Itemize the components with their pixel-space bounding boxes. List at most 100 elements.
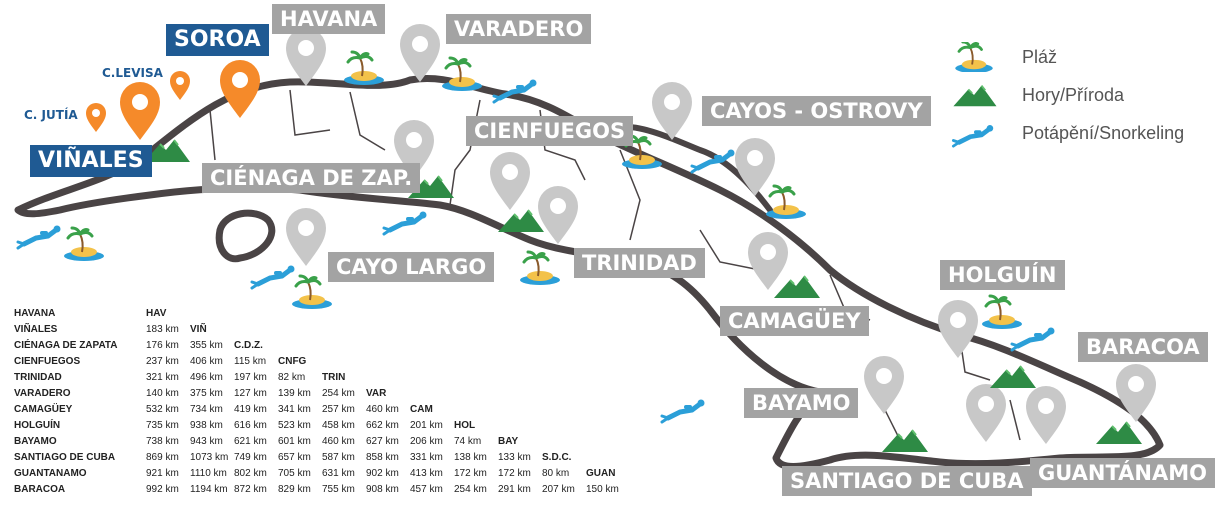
table-cell: 82 km — [278, 371, 306, 383]
pin-vinales[interactable] — [120, 82, 160, 140]
beach-icon — [342, 50, 386, 87]
pin-c-levisa[interactable] — [170, 71, 190, 100]
label-camaguey[interactable]: CAMAGÜEY — [720, 306, 869, 337]
table-cell: 201 km — [410, 419, 443, 431]
label-cienaga[interactable]: CIÉNAGA DE ZAP. — [202, 163, 421, 194]
table-cell: 172 km — [454, 467, 487, 479]
label-bayamo[interactable]: BAYAMO — [744, 388, 859, 419]
label-guantanamo[interactable]: GUANTÁNAMO — [1030, 458, 1215, 489]
pin-baracoa[interactable] — [1116, 364, 1156, 422]
table-cell: 601 km — [278, 435, 311, 447]
table-cell: 176 km — [146, 339, 179, 351]
table-cell: 460 km — [366, 403, 399, 415]
table-cell: 1073 km — [190, 451, 229, 463]
isla-juventud-outline — [215, 209, 276, 263]
table-cell: 457 km — [410, 483, 443, 495]
table-cell: 872 km — [234, 483, 267, 495]
label-cayos[interactable]: CAYOS - OSTROVY — [702, 96, 931, 127]
label-holguin[interactable]: HOLGUÍN — [940, 260, 1065, 291]
table-cell: 207 km — [542, 483, 575, 495]
pin-varadero[interactable] — [400, 24, 440, 82]
pin-camaguey[interactable] — [748, 232, 788, 290]
label-soroa[interactable]: SOROA — [166, 24, 269, 56]
diving-icon — [18, 226, 61, 249]
beach-icon — [518, 250, 562, 287]
table-cell: 631 km — [322, 467, 355, 479]
table-abbreviation: CAM — [410, 403, 433, 415]
table-abbreviation: CNFG — [278, 355, 307, 367]
table-city: CIÉNAGA DE ZAPATA — [14, 339, 118, 351]
table-abbreviation: HOL — [454, 419, 476, 431]
table-city: CIENFUEGOS — [14, 355, 81, 367]
pin-guantanamo[interactable] — [1026, 386, 1066, 444]
table-cell: 74 km — [454, 435, 482, 447]
pin-cayo-santa-maria[interactable] — [735, 138, 775, 196]
table-abbreviation: S.D.C. — [542, 451, 572, 463]
table-cell: 735 km — [146, 419, 179, 431]
legend-item-diving: Potápění/Snorkeling — [950, 114, 1184, 152]
table-cell: 587 km — [322, 451, 355, 463]
diving-icon — [950, 118, 998, 148]
legend-item-mountains: Hory/Příroda — [950, 76, 1184, 114]
table-cell: 858 km — [366, 451, 399, 463]
table-cell: 375 km — [190, 387, 223, 399]
label-trinidad[interactable]: TRINIDAD — [574, 248, 705, 279]
table-abbreviation: BAY — [498, 435, 519, 447]
table-city: BAYAMO — [14, 435, 57, 447]
diving-icon — [1012, 328, 1055, 351]
table-cell: 943 km — [190, 435, 223, 447]
pin-havana[interactable] — [286, 28, 326, 86]
table-cell: 321 km — [146, 371, 179, 383]
pin-cayo-largo[interactable] — [286, 208, 326, 266]
table-cell: 908 km — [366, 483, 399, 495]
mountain-icon — [952, 84, 998, 108]
table-cell: 355 km — [190, 339, 223, 351]
table-cell: 902 km — [366, 467, 399, 479]
label-santiago[interactable]: SANTIAGO DE CUBA — [782, 466, 1032, 497]
table-cell: 341 km — [278, 403, 311, 415]
table-cell: 183 km — [146, 323, 179, 335]
pin-holguin[interactable] — [938, 300, 978, 358]
table-cell: 523 km — [278, 419, 311, 431]
table-cell: 1110 km — [190, 467, 227, 479]
beach-icon — [980, 294, 1024, 331]
table-city: VIÑALES — [14, 323, 58, 335]
pin-cienfuegos[interactable] — [490, 152, 530, 210]
mountain-icon — [989, 365, 1037, 389]
table-cell: 992 km — [146, 483, 179, 495]
label-varadero[interactable]: VARADERO — [446, 14, 592, 45]
label-havana[interactable]: HAVANA — [272, 4, 386, 35]
table-cell: 419 km — [234, 403, 267, 415]
table-cell: 662 km — [366, 419, 399, 431]
table-cell: 172 km — [498, 467, 531, 479]
pin-c-jutia[interactable] — [86, 103, 106, 132]
label-c-jutia[interactable]: C. JUTÍA — [24, 108, 78, 122]
table-cell: 254 km — [322, 387, 355, 399]
label-baracoa[interactable]: BARACOA — [1078, 332, 1208, 363]
table-cell: 705 km — [278, 467, 311, 479]
table-cell: 460 km — [322, 435, 355, 447]
table-abbreviation: TRIN — [322, 371, 346, 383]
table-cell: 257 km — [322, 403, 355, 415]
table-cell: 458 km — [322, 419, 355, 431]
pin-santiago[interactable] — [966, 384, 1006, 442]
label-cienfuegos[interactable]: CIENFUEGOS — [466, 116, 634, 147]
label-cayo-largo[interactable]: CAYO LARGO — [328, 252, 495, 283]
table-cell: 938 km — [190, 419, 223, 431]
label-vinales[interactable]: VIÑALES — [30, 145, 152, 177]
table-cell: 406 km — [190, 355, 223, 367]
table-cell: 150 km — [586, 483, 619, 495]
pin-soroa[interactable] — [220, 60, 260, 118]
pin-trinidad[interactable] — [538, 186, 578, 244]
pin-bayamo[interactable] — [864, 356, 904, 414]
label-c-levisa[interactable]: C.LEVISA — [102, 66, 163, 80]
table-cell: 869 km — [146, 451, 179, 463]
